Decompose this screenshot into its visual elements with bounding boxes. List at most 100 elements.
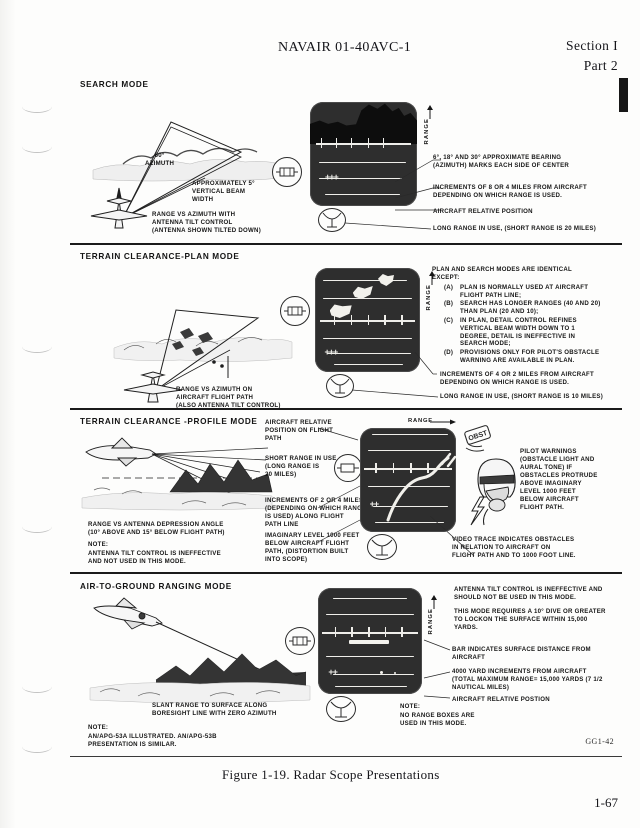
leader-lines-search [394, 159, 441, 211]
scope-face-icon [272, 157, 302, 187]
aircraft-position-marker: +++ [324, 172, 339, 182]
profile-callout-4: IMAGINARY LEVEL 1000 FEET BELOW AIRCRAFT… [265, 532, 360, 564]
profile-mode-illustration [81, 430, 273, 520]
azimuth-tick [367, 627, 370, 637]
section-title-air-to-ground: AIR-TO-GROUND RANGING MODE [80, 582, 232, 591]
azimuth-tick [351, 627, 353, 637]
list-marker: (C) [444, 316, 454, 324]
azimuth-tick [401, 627, 403, 637]
section-divider-3 [70, 572, 622, 574]
page-edge-shading [0, 0, 16, 828]
profile-callout-2: SHORT RANGE IN USE (LONG RANGE IS 20 MIL… [265, 455, 337, 479]
binding-hole-mark [22, 140, 52, 153]
azimuth-tick [334, 627, 337, 637]
air-to-ground-note-label: NOTE: [88, 724, 109, 731]
search-callout-2: INCREMENTS OF 8 OR 4 MILES FROM AIRCRAFT… [433, 184, 587, 200]
azimuth-tick [382, 138, 385, 148]
azimuth-tick [350, 315, 353, 325]
list-item-text: SEARCH HAS LONGER RANGES (40 AND 20) THA… [460, 300, 601, 316]
section-divider-2 [70, 408, 622, 410]
air-to-ground-note-text: AN/APG-53A ILLUSTRATED. AN/APG-53B PRESE… [88, 733, 217, 749]
range-line [326, 353, 411, 355]
range-axis-label-air-to-ground: RANGE [428, 608, 434, 635]
range-line [326, 614, 414, 616]
range-line [333, 364, 404, 366]
range-line [334, 686, 408, 688]
azimuth-tick [333, 315, 336, 325]
plan-callout-1: INCREMENTS OF 4 OR 2 MILES FROM AIRCRAFT… [440, 371, 594, 387]
aircraft-position-marker: ++ [328, 667, 337, 677]
search-azimuth-label: 60° AZIMUTH [145, 152, 175, 168]
binding-hole-mark [22, 100, 52, 113]
plan-exception-list: (A) PLAN IS NORMALLY USED AT AIRCRAFT FL… [444, 284, 636, 365]
range-line [371, 434, 449, 436]
list-marker: (B) [444, 300, 454, 308]
range-line [326, 656, 414, 658]
profile-callout-6: VIDEO TRACE INDICATES OBSTACLES IN RELAT… [452, 536, 576, 560]
range-line [318, 162, 407, 164]
terrain-return [310, 103, 417, 144]
plan-intro-text: PLAN AND SEARCH MODES ARE IDENTICAL EXCE… [432, 266, 572, 282]
video-trace [386, 452, 456, 522]
air-to-ground-illustration [89, 596, 311, 706]
figure-caption: Figure 1-19. Radar Scope Presentations [222, 767, 440, 782]
range-line [373, 506, 449, 508]
list-item-text: IN PLAN, DETAIL CONTROL REFINES VERTICAL… [460, 316, 577, 348]
range-axis-label-profile: RANGE [408, 418, 433, 424]
search-mode-illustration [85, 100, 285, 230]
return-dot [393, 672, 396, 674]
leader-lines-plan [414, 351, 437, 375]
air-to-ground-callout-4: 4000 YARD INCREMENTS FROM AIRCRAFT (TOTA… [452, 668, 603, 692]
azimuth-tick [392, 463, 395, 473]
part-label: Part 2 [583, 57, 618, 73]
thumb-index-tab [619, 78, 628, 112]
obstacle-warning-light-icon: OBST [462, 424, 496, 454]
range-line [323, 298, 412, 300]
azimuth-tick [401, 315, 403, 325]
leader-line-video-trace [429, 515, 475, 557]
aircraft-position-marker: +++ [324, 347, 338, 357]
azimuth-tick [367, 315, 370, 325]
antenna-dish-icon [326, 374, 354, 398]
azimuth-bar [316, 143, 411, 145]
air-to-ground-scope-note-label: NOTE: [400, 703, 421, 710]
document-title: NAVAIR 01-40AVC-1 [278, 40, 412, 55]
air-to-ground-scope-note: NO RANGE BOXES ARE USED IN THIS MODE. [400, 712, 475, 728]
search-callout-3: AIRCRAFT RELATIVE POSITION [433, 208, 533, 215]
target-return [352, 286, 373, 299]
profile-callout-5: PILOT WARNINGS (OBSTACLE LIGHT AND AURAL… [520, 448, 598, 512]
air-to-ground-diagram-caption: SLANT RANGE TO SURFACE ALONG BORESIGHT L… [152, 702, 277, 718]
page-number: 1-67 [594, 795, 618, 810]
leader-lines-air-to-ground [423, 639, 451, 699]
leader-lines-profile [317, 427, 361, 543]
plan-mode-illustration [110, 270, 295, 405]
list-item-text: PLAN IS NORMALLY USED AT AIRCRAFT FLIGHT… [460, 284, 589, 299]
scope-face-icon [280, 296, 310, 326]
scope-face-icon [285, 627, 315, 655]
antenna-dish-icon [367, 534, 397, 560]
azimuth-tick [427, 463, 429, 473]
target-return [329, 304, 352, 318]
azimuth-bar [322, 632, 418, 634]
profile-diagram-caption: RANGE VS ANTENNA DEPRESSION ANGLE (10° A… [88, 521, 225, 537]
drawing-number: GG1-42 [585, 737, 614, 746]
section-title-plan: TERRAIN CLEARANCE-PLAN MODE [80, 252, 240, 261]
section-identifier: Section I Part 2 [566, 36, 618, 75]
binding-hole-mark [22, 520, 52, 533]
azimuth-bar [363, 468, 453, 470]
azimuth-tick [335, 138, 338, 148]
range-line [318, 178, 402, 180]
azimuth-tick [350, 138, 353, 148]
antenna-dish-icon [326, 696, 356, 722]
range-axis-label-plan: RANGE [426, 284, 432, 311]
range-line [323, 338, 412, 340]
radar-scope-search: +++ [310, 102, 417, 206]
leader-line-plan-long-range [351, 389, 439, 398]
azimuth-tick [320, 138, 323, 148]
surface-distance-bar [349, 640, 389, 644]
antenna-dish-icon [318, 208, 346, 232]
azimuth-tick [375, 463, 377, 473]
range-line [367, 486, 451, 488]
pilot-helmet-illustration [470, 455, 522, 527]
radar-scope-profile: ++ [360, 428, 456, 532]
